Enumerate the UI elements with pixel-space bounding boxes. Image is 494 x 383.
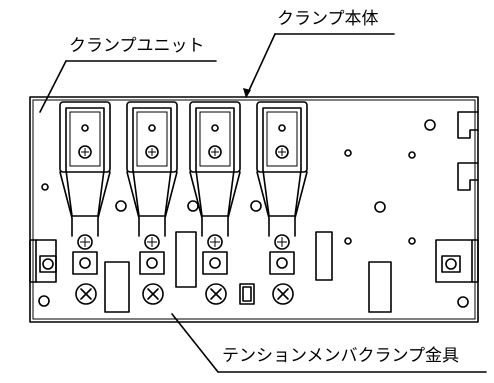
leader-tension-member (171, 313, 219, 373)
spacer-block (104, 261, 130, 313)
label-clamp-body: クランプ本体 (277, 9, 379, 29)
base-plate (29, 96, 479, 323)
label-clamp-unit: クランプユニット (69, 36, 205, 56)
leader-clamp-unit (39, 60, 67, 113)
clamp-body (59, 101, 111, 305)
spacer-block (315, 231, 333, 281)
clamp-body (189, 101, 241, 305)
label-tension-member-clamp: テンションメンバクランプ金具 (222, 346, 459, 366)
spacer-block (175, 231, 197, 288)
left-terminal-block (29, 239, 57, 283)
leader-clamp-body (245, 33, 276, 98)
spacer-block-inner (242, 286, 252, 302)
leader-arrow-clamp-body (243, 88, 251, 98)
right-terminal-block (435, 239, 479, 283)
clamp-body (256, 101, 308, 305)
spacer-block (239, 283, 255, 305)
clamp-body (126, 101, 178, 305)
